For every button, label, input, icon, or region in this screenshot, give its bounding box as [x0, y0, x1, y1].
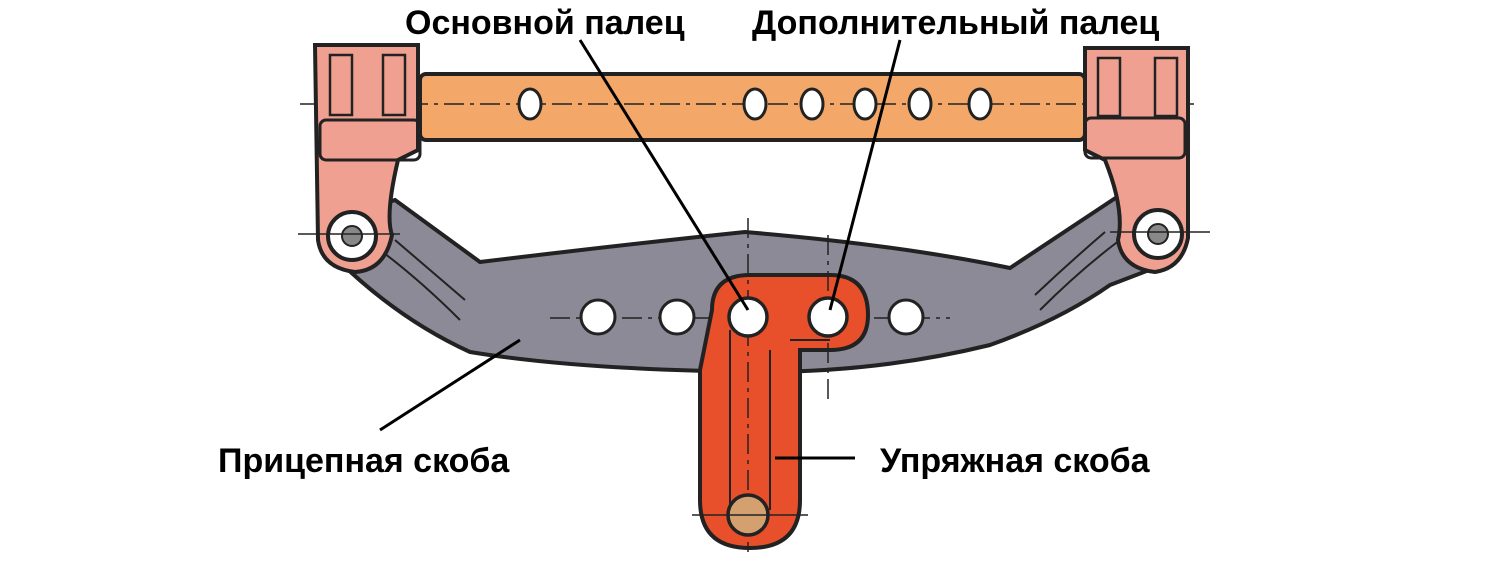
- rib-line: [1034, 231, 1106, 296]
- label-harness: Упряжная скоба: [880, 442, 1151, 480]
- harness-bracket: [692, 218, 871, 552]
- right-pivot-center: [1147, 223, 1169, 245]
- crossbar-hole: [799, 87, 825, 121]
- crossbar-hole: [852, 87, 878, 121]
- right-clamp: [1083, 116, 1187, 160]
- drawbar-hole: [579, 298, 617, 336]
- drawbar-ribs: [379, 231, 1121, 321]
- drawbar-holes: [579, 298, 925, 336]
- left-bolt: [328, 53, 354, 117]
- left-bracket: [298, 43, 422, 275]
- rib-line: [379, 249, 461, 321]
- crossbar-holes: [517, 87, 993, 121]
- label-main-pin: Основной палец: [405, 4, 685, 42]
- crossbar: [300, 72, 1200, 142]
- left-pivot-center: [341, 225, 363, 247]
- right-bracket: [1083, 46, 1210, 275]
- leader-lines: [379, 39, 902, 460]
- harness-detail-lines: [729, 330, 830, 510]
- label-drawbar: Прицепная скоба: [218, 442, 510, 480]
- main-pin-hole: [727, 296, 769, 338]
- rib-line: [394, 239, 466, 301]
- left-clamp: [318, 118, 422, 162]
- crossbar-hole: [742, 87, 768, 121]
- leader-main-pin: [578, 39, 750, 311]
- rib-line: [1039, 239, 1121, 311]
- extra-pin-hole: [807, 296, 849, 338]
- crossbar-hole: [967, 87, 993, 121]
- drawbar-hole: [887, 298, 925, 336]
- crossbar-hole: [517, 87, 543, 121]
- leader-extra-pin: [828, 39, 902, 311]
- label-extra-pin: Дополнительный палец: [752, 4, 1159, 42]
- left-bolt: [381, 53, 407, 117]
- crossbar-hole: [907, 87, 933, 121]
- drawbar-hole: [658, 298, 696, 336]
- leader-drawbar: [379, 338, 521, 432]
- harness-body: [698, 273, 871, 551]
- right-bolt: [1096, 56, 1122, 118]
- right-bolt: [1153, 56, 1179, 118]
